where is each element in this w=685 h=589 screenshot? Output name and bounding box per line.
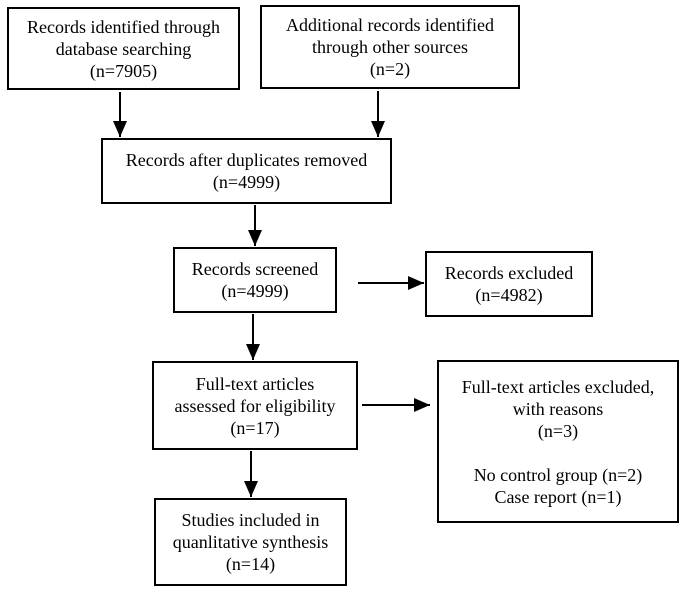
box-text-line: (n=4999) bbox=[221, 281, 289, 301]
box-text-line: Full-text articles excluded, bbox=[461, 376, 655, 397]
box-text-line: (n=4982) bbox=[475, 285, 543, 305]
box-text-line: No control group (n=2) bbox=[473, 464, 643, 485]
box-text-line: quanlitative synthesis bbox=[172, 532, 329, 552]
box-text-line: (n=17) bbox=[230, 417, 280, 438]
box-text-line: Records excluded bbox=[444, 263, 574, 283]
box-text-line: Studies included in bbox=[181, 510, 320, 530]
box-text-line: (n=7905) bbox=[89, 60, 158, 81]
box-text-line-blank bbox=[439, 442, 677, 464]
box-text-line: through other sources bbox=[312, 37, 468, 57]
box-text-line: Records after duplicates removed bbox=[125, 150, 368, 170]
box-records-screened: Records screened (n=4999) bbox=[173, 247, 337, 313]
box-text-line: Case report (n=1) bbox=[494, 486, 622, 507]
box-additional-records: Additional records identified through ot… bbox=[260, 5, 520, 89]
box-text-line: assessed for eligibility bbox=[174, 395, 336, 416]
box-records-identified: Records identified through database sear… bbox=[7, 7, 240, 90]
box-duplicates-removed: Records after duplicates removed (n=4999… bbox=[101, 138, 392, 204]
box-text-line: (n=3) bbox=[537, 420, 579, 441]
box-studies-included: Studies included in quanlitative synthes… bbox=[154, 498, 347, 586]
box-text-line: (n=14) bbox=[225, 554, 276, 574]
box-text-line: Full-text articles bbox=[195, 373, 315, 394]
box-records-excluded: Records excluded (n=4982) bbox=[425, 251, 593, 317]
box-text-line: database searching bbox=[55, 38, 192, 59]
box-text-line: Records screened bbox=[191, 259, 319, 279]
box-text-line: Additional records identified bbox=[286, 15, 494, 35]
box-fulltext-excluded: Full-text articles excluded, with reason… bbox=[437, 360, 679, 523]
box-text-line: with reasons bbox=[512, 398, 604, 419]
box-text-line: Records identified through bbox=[27, 16, 220, 37]
box-fulltext-assessed: Full-text articles assessed for eligibil… bbox=[152, 361, 358, 450]
box-text-line: (n=4999) bbox=[212, 172, 281, 192]
box-text-line: (n=2) bbox=[369, 59, 411, 79]
